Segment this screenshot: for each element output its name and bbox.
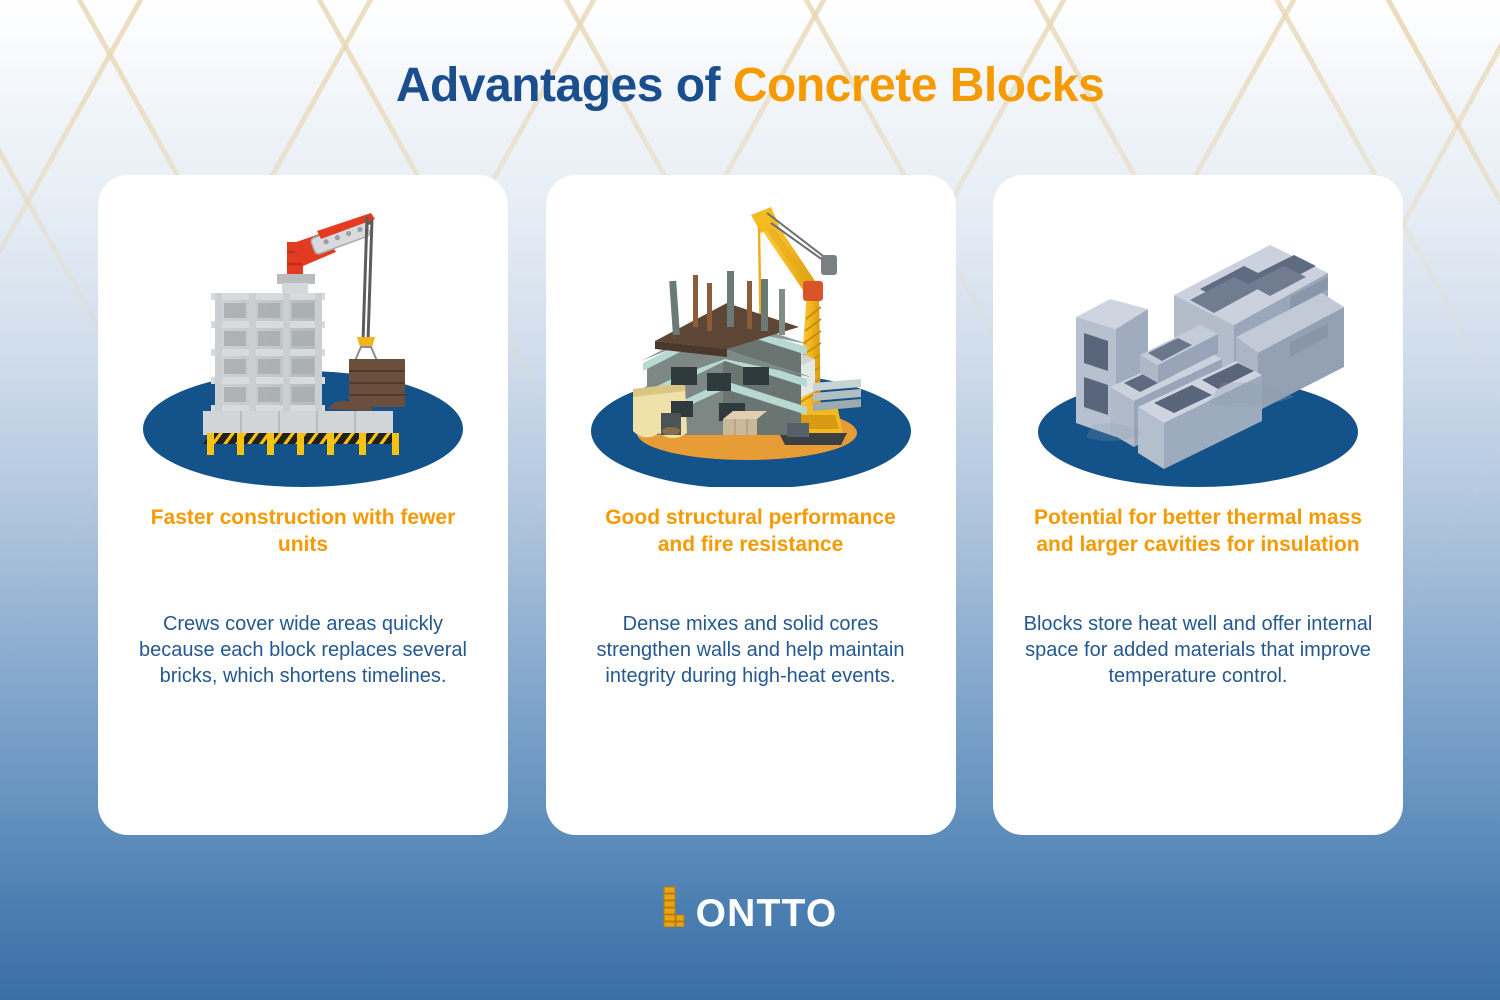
page-title: Advantages of Concrete Blocks <box>0 58 1500 113</box>
advantage-cards-row: Faster construction with fewer units Cre… <box>98 175 1403 835</box>
lontto-logo-brick-l <box>663 886 693 932</box>
lontto-logo[interactable]: ONTTO <box>663 886 838 936</box>
illustration-building-under-construction-with-red-tower-crane <box>122 197 484 487</box>
advantage-card-2-body: Dense mixes and solid cores strengthen w… <box>596 612 905 687</box>
illustration-stack-of-hollow-concrete-blocks <box>1017 197 1379 487</box>
illustration-multistorey-building-with-yellow-mobile-crane <box>570 197 932 487</box>
advantage-card-3-body: Blocks store heat well and offer interna… <box>1023 612 1373 687</box>
advantage-card-2-heading: Good structural performance and fire res… <box>605 506 896 556</box>
advantage-card-1[interactable]: Faster construction with fewer units Cre… <box>98 175 508 835</box>
advantage-card-1-heading: Faster construction with fewer units <box>150 506 456 556</box>
advantage-card-3-heading: Potential for better thermal mass and la… <box>1034 506 1362 556</box>
lontto-logo-text: ONTTO <box>695 892 838 936</box>
advantage-card-1-body: Crews cover wide areas quickly because e… <box>139 612 467 687</box>
advantage-card-3[interactable]: Potential for better thermal mass and la… <box>993 175 1403 835</box>
advantage-card-2[interactable]: Good structural performance and fire res… <box>545 175 956 835</box>
page-title-accent: Concrete Blocks <box>732 59 1105 112</box>
page-title-main: Advantages of <box>395 59 733 112</box>
footer: ONTTO <box>0 886 1500 936</box>
